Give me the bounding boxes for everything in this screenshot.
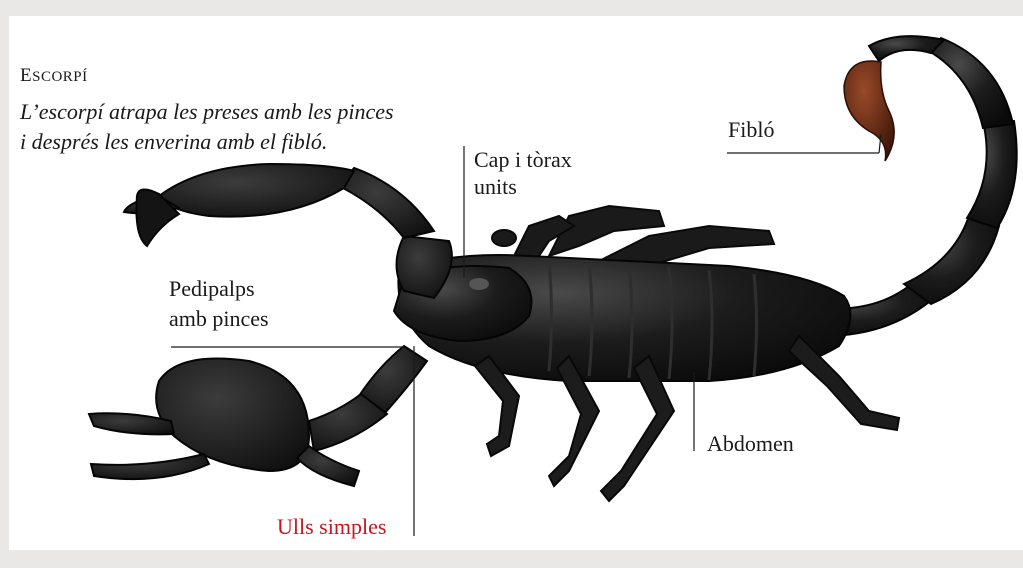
label-ulls-simples: Ulls simples bbox=[277, 513, 386, 540]
pedipalp-lower bbox=[89, 346, 427, 486]
label-fiblo: Fibló bbox=[728, 116, 774, 143]
subtitle-line-2: i després les enverina amb el fibló. bbox=[20, 127, 394, 157]
label-cap-torax: Cap i tòrax units bbox=[474, 146, 572, 200]
label-pedipalps: Pedipalps amb pinces bbox=[169, 274, 269, 334]
scorpion-body bbox=[394, 255, 850, 381]
label-cap-line-2: units bbox=[474, 173, 572, 200]
label-pedipalps-line-2: amb pinces bbox=[169, 304, 269, 334]
label-pedipalps-line-1: Pedipalps bbox=[169, 274, 269, 304]
subtitle-line-1: L’escorpí atrapa les preses amb les pinc… bbox=[20, 97, 394, 127]
label-abdomen: Abdomen bbox=[707, 430, 794, 457]
page-title: ESCORPÍ bbox=[20, 62, 88, 91]
scorpion-tail bbox=[809, 36, 1017, 336]
illustration-card: ESCORPÍ L’escorpí atrapa les preses amb … bbox=[9, 16, 1023, 550]
stinger bbox=[844, 61, 894, 161]
label-cap-line-1: Cap i tòrax bbox=[474, 146, 572, 173]
page-subtitle: L’escorpí atrapa les preses amb les pinc… bbox=[20, 97, 394, 157]
